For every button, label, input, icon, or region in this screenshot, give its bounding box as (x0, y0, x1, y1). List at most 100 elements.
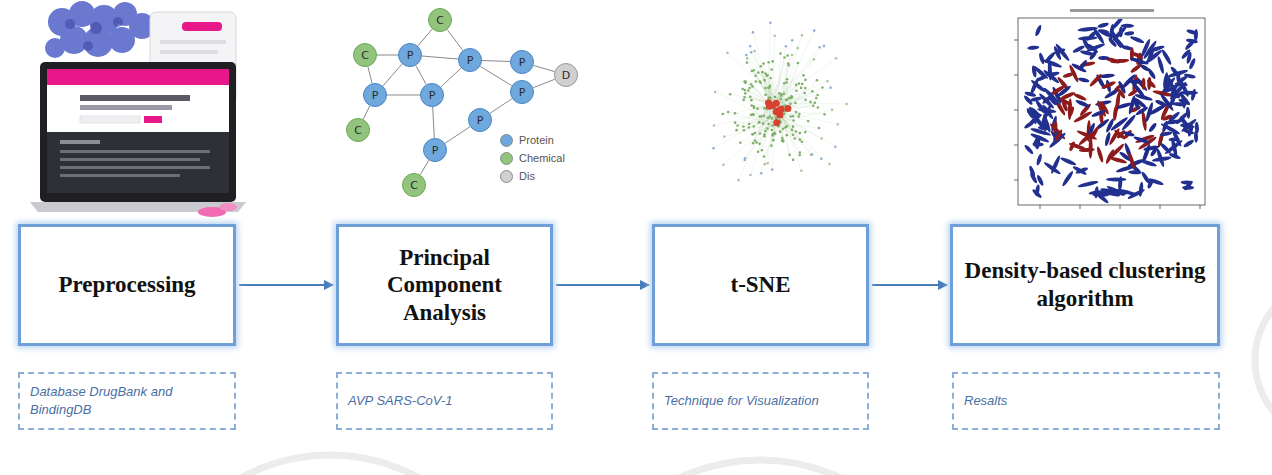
network-dot (794, 137, 797, 140)
network-dot (750, 83, 753, 86)
process-box: Preprocessing (18, 224, 236, 346)
network-dot (758, 143, 761, 146)
network-dot (753, 50, 756, 53)
scatter-streak (1155, 99, 1167, 107)
scatter-streak (1034, 136, 1040, 149)
network-dot (737, 179, 740, 182)
graph-link (416, 66, 426, 85)
scatter-streak (1147, 177, 1164, 186)
graph-link (383, 64, 402, 86)
laptop-illustration (30, 1, 246, 217)
step-title: Density-based clustering algorithm (963, 257, 1207, 312)
scatter-streak (1105, 148, 1116, 164)
network-dot (763, 163, 766, 166)
network-dot (798, 82, 801, 85)
network-dot (771, 117, 774, 120)
network-link (776, 46, 786, 103)
step-note: AVP SARS-CoV-1 (348, 392, 453, 410)
network-dot (749, 95, 752, 98)
network-dot (764, 130, 767, 133)
scatter-streak (1088, 73, 1103, 88)
network-link (750, 46, 780, 115)
graph-node: P (423, 138, 447, 162)
network-link (769, 59, 814, 106)
scatter-streak (1028, 165, 1036, 178)
scatter-streak (1148, 122, 1158, 133)
node-letter: P (432, 145, 439, 156)
network-dot (798, 113, 801, 116)
network-dot (727, 111, 730, 114)
node-letter: P (477, 115, 484, 126)
graph-node: P (420, 83, 444, 107)
network-dot (760, 65, 763, 68)
scatter-streak (1104, 88, 1120, 100)
network-dot (797, 115, 800, 118)
scatter-streak (1030, 96, 1043, 102)
graph-link (363, 106, 370, 119)
network-dot (798, 154, 801, 157)
network-hub (766, 103, 773, 110)
network-dot (818, 46, 821, 49)
graph-node: P (458, 48, 482, 72)
scatter-streak (1109, 156, 1127, 165)
network-dot (767, 61, 770, 64)
legend-row: Chemical (500, 149, 565, 167)
network-dot (803, 92, 806, 95)
network-dot (770, 144, 773, 147)
network-link (776, 91, 812, 112)
scatter-streak (1054, 43, 1070, 62)
network-dot (780, 93, 783, 96)
network-dot (791, 129, 794, 132)
network-link (728, 112, 777, 123)
network-dot (748, 123, 751, 126)
network-dot (767, 87, 770, 90)
network-link (752, 86, 781, 109)
network-dot (834, 145, 837, 148)
scatter-streak (1078, 130, 1096, 146)
scatter-streak (1147, 44, 1165, 53)
scatter-streak (1147, 67, 1157, 80)
network-dot (721, 113, 724, 116)
network-hub (784, 105, 791, 112)
network-dot (772, 139, 775, 142)
step-note: Database DrugBank and BindingDB (30, 383, 224, 418)
network-dot (791, 39, 794, 42)
scatter-streak (1031, 188, 1043, 199)
scatter-streak (1135, 106, 1149, 117)
scatter-streak (1023, 144, 1034, 156)
network-dot (774, 96, 777, 99)
network-dot (783, 82, 786, 85)
scatter-streak (1183, 139, 1195, 149)
network-dot (786, 78, 789, 81)
scatter-streak (1088, 137, 1092, 159)
network-dot (797, 62, 800, 65)
node-letter: P (519, 57, 526, 68)
network-dot (804, 87, 807, 90)
network-dot (729, 93, 732, 96)
network-dot (748, 87, 751, 90)
network-dot (772, 133, 775, 136)
network-dot (811, 90, 814, 93)
scatter-streak (1194, 131, 1199, 143)
network-dot (804, 131, 807, 134)
network-dot (811, 153, 814, 156)
network-dot (736, 124, 739, 127)
graph-link (441, 68, 461, 87)
network-dot (769, 96, 772, 99)
scatter-streak (1075, 166, 1089, 174)
network-dot (817, 106, 820, 109)
network-dot (785, 45, 788, 48)
node-letter: P (407, 50, 414, 61)
network-dot (766, 162, 769, 165)
scatter-streak (1130, 63, 1143, 74)
network-link (745, 106, 770, 160)
scatter-streak (1129, 35, 1144, 44)
network-link (723, 115, 779, 165)
network-dot (837, 123, 840, 126)
network-link (776, 112, 805, 132)
network-dot (752, 142, 755, 145)
network-dot (791, 54, 794, 57)
network-dot (763, 155, 766, 158)
legend: ProteinChemicalDis (500, 131, 565, 185)
network-dot (804, 98, 807, 101)
